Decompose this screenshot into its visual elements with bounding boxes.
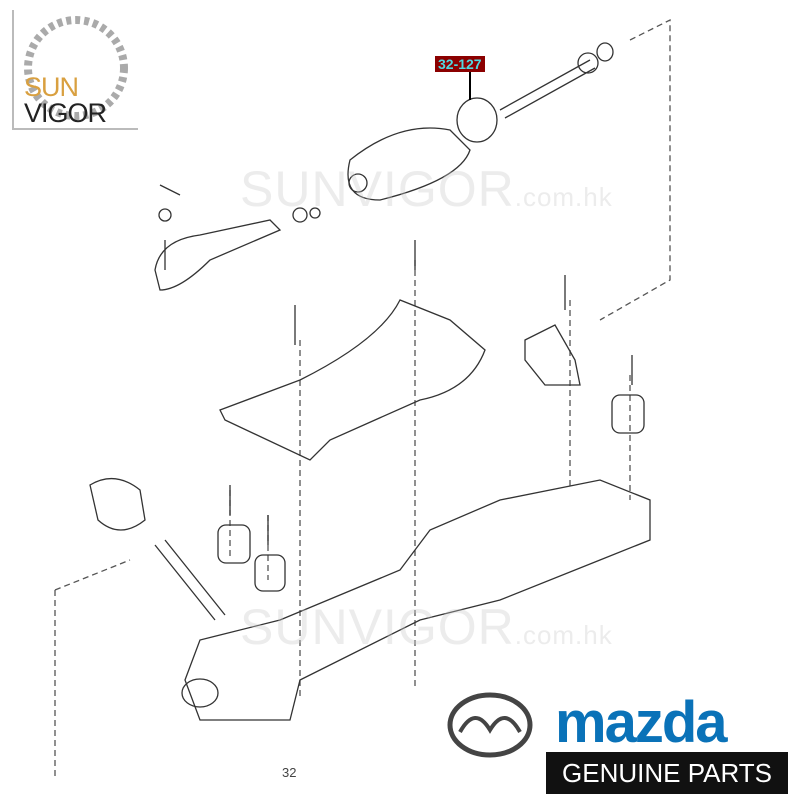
watermark-bottom: SUNVIGOR.com.hk	[240, 598, 613, 656]
steering-rack-housing	[184, 479, 651, 721]
sunvigor-logo: SUN VIGOR	[12, 10, 138, 130]
watermark-top: SUNVIGOR.com.hk	[240, 160, 613, 218]
bracket	[524, 324, 581, 386]
pinion-shaft	[154, 539, 226, 621]
watermark-domain: .com.hk	[514, 182, 613, 212]
small-washer	[309, 207, 321, 219]
pinion-seal	[181, 678, 219, 708]
bolts	[229, 240, 633, 545]
inner-ball	[577, 52, 599, 74]
coupling	[89, 478, 146, 531]
tie-rod-end	[154, 219, 282, 291]
watermark-vigor: VIGOR	[348, 599, 515, 655]
heat-shield	[219, 299, 486, 461]
logo-vigor-text: VIGOR	[24, 98, 107, 128]
washer	[596, 42, 614, 62]
boot-bellows	[347, 127, 471, 201]
cotter-pin	[159, 184, 181, 196]
clamp-ring	[456, 97, 498, 143]
gear-ring-icon	[24, 16, 128, 120]
inner-tie-rod	[499, 59, 596, 119]
bushings	[217, 394, 645, 592]
page-number: 32	[282, 765, 297, 780]
mazda-wordmark: mazda	[555, 690, 728, 755]
lock-nut	[292, 207, 308, 223]
genuine-parts-banner: GENUINE PARTS	[546, 752, 788, 794]
nut	[158, 208, 172, 222]
logo-sun-text: SUN	[24, 72, 79, 102]
watermark-sun: SUN	[240, 599, 349, 655]
watermark-vigor: VIGOR	[348, 161, 515, 217]
watermark-domain: .com.hk	[514, 620, 613, 650]
watermark-sun: SUN	[240, 161, 349, 217]
mazda-emblem-icon	[447, 692, 533, 758]
part-number-callout[interactable]: 32-127	[435, 56, 485, 72]
